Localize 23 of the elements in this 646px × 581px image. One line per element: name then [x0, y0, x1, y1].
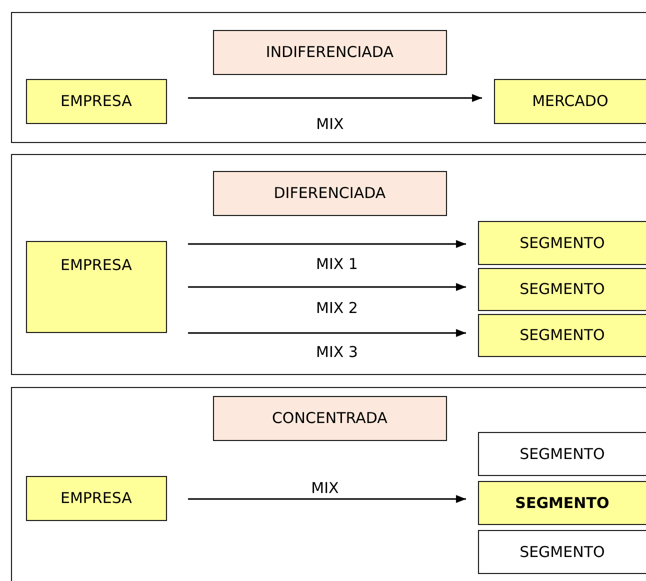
entity-box: EMPRESA	[26, 240, 167, 333]
entity-box: EMPRESA	[26, 476, 167, 521]
edge-label: MIX 1	[314, 256, 360, 272]
entity-box: SEGMENTO	[478, 220, 646, 265]
panel-frame	[11, 12, 646, 143]
panel-frame	[11, 154, 646, 375]
segment-box: SEGMENTO	[478, 480, 646, 525]
strategy-box: CONCENTRADA	[212, 396, 447, 441]
panel-frame	[11, 387, 646, 581]
entity-box: MERCADO	[494, 78, 646, 124]
segment-box: SEGMENTO	[478, 432, 646, 476]
entity-box: SEGMENTO	[478, 314, 646, 357]
entity-box: SEGMENTO	[478, 268, 646, 311]
strategy-box: DIFERENCIADA	[212, 170, 447, 216]
arrow	[188, 94, 482, 102]
edge-label: MIX 3	[314, 344, 360, 360]
arrow	[188, 283, 466, 291]
segment-box: SEGMENTO	[478, 530, 646, 574]
arrow	[188, 495, 466, 503]
strategy-box: INDIFERENCIADA	[212, 30, 447, 75]
arrow	[188, 240, 466, 248]
arrow	[188, 329, 466, 337]
entity-box: EMPRESA	[26, 78, 167, 124]
